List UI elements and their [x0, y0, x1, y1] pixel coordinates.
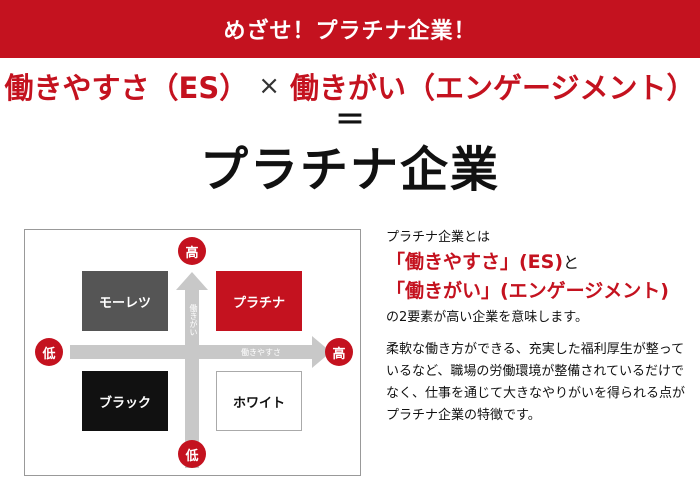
quadrant-platinum: プラチナ: [216, 271, 302, 331]
horizontal-low-marker: 低: [35, 338, 63, 366]
formula-left: 働きやすさ（ES）: [4, 71, 249, 105]
times-sign: ×: [258, 71, 281, 101]
headline-es-tail: と: [563, 253, 580, 272]
horizontal-axis-arrow: [70, 336, 331, 368]
vertical-high-marker: 高: [178, 237, 206, 265]
quadrant-white: ホワイト: [216, 371, 302, 431]
formula: 働きやすさ（ES） × 働きがい（エンゲージメント）: [0, 62, 700, 110]
headline-engagement: 「働きがい」(エンゲージメント): [386, 280, 669, 302]
horizontal-high-marker: 高: [325, 338, 353, 366]
equals-sign: ＝: [335, 103, 365, 138]
axes-arrows: [70, 272, 331, 468]
quadrant-moretsu: モーレツ: [82, 271, 168, 331]
headline-es: 「働きやすさ」(ES)と: [386, 248, 686, 277]
quadrant-black: ブラック: [82, 371, 168, 431]
vertical-low-marker: 低: [178, 440, 206, 468]
description-intro: プラチナ企業とは: [386, 230, 491, 245]
quadrant-diagram: モーレツ プラチナ ブラック ホワイト 働きがい 働きやすさ 高 低 低 高: [24, 229, 361, 476]
formula-right: 働きがい（エンゲージメント）: [290, 71, 696, 105]
description-meaning: の2要素が高い企業を意味します。: [386, 310, 588, 325]
headline-es-text: 「働きやすさ」(ES): [386, 251, 564, 273]
page-title: プラチナ企業: [199, 142, 500, 198]
description: プラチナ企業とは 「働きやすさ」(ES)と 「働きがい」(エンゲージメント) の…: [386, 228, 686, 427]
banner-text: めざせ！プラチナ企業！: [223, 19, 477, 44]
horizontal-axis-label: 働きやすさ: [241, 348, 281, 357]
vertical-axis-label: 働きがい: [189, 304, 198, 336]
vertical-axis-arrow: [176, 272, 208, 468]
banner: めざせ！プラチナ企業！: [0, 0, 700, 58]
description-body: 柔軟な働き方ができる、充実した福利厚生が整っているなど、職場の労働環境が整備され…: [386, 342, 686, 423]
